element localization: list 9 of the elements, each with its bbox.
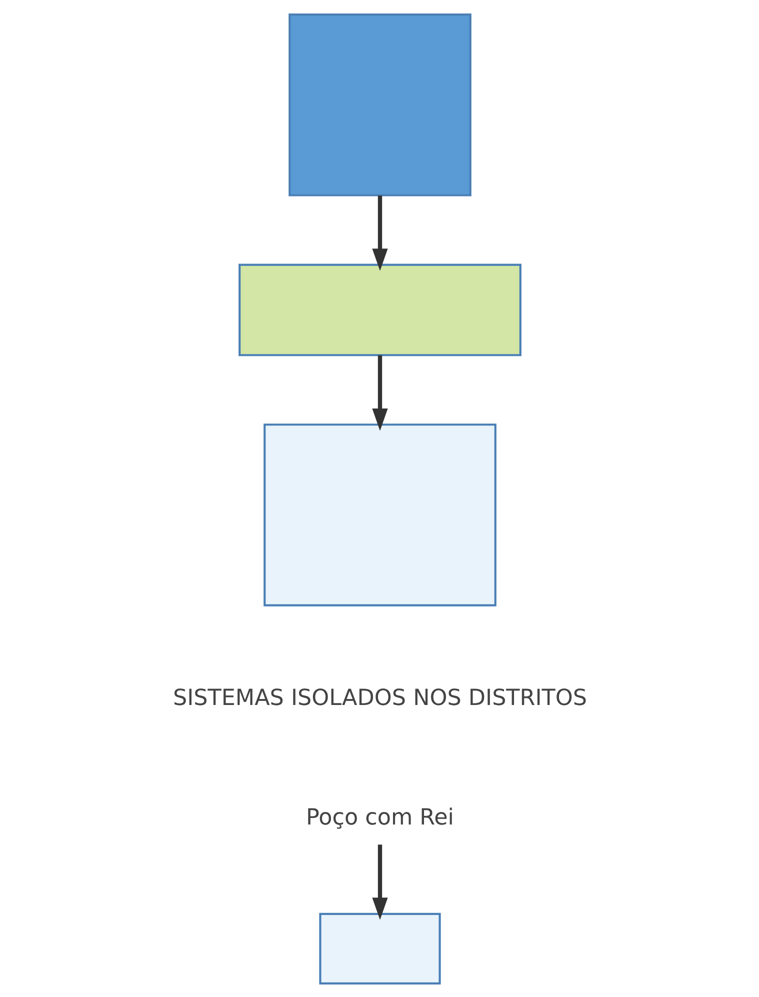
label: SISTEMAS ISOLADOS NOS DISTRITOS xyxy=(172,684,586,711)
arrow xyxy=(372,354,388,430)
node-text: Poço com Rei xyxy=(306,804,454,830)
node-box xyxy=(288,13,471,196)
arrow xyxy=(372,844,388,920)
arrow xyxy=(372,195,388,270)
node-box xyxy=(238,263,521,356)
node-box xyxy=(318,912,440,984)
node-box xyxy=(263,423,496,606)
